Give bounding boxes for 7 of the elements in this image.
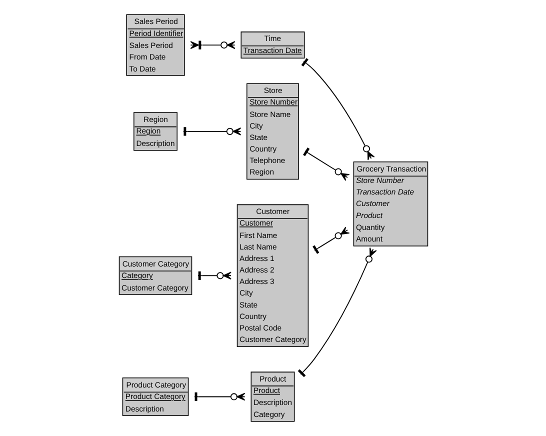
connector [190,40,235,50]
connector [297,247,376,378]
connector [182,127,241,136]
connector [312,226,350,254]
connector [300,58,374,160]
connector [197,271,231,280]
connector [302,148,350,181]
